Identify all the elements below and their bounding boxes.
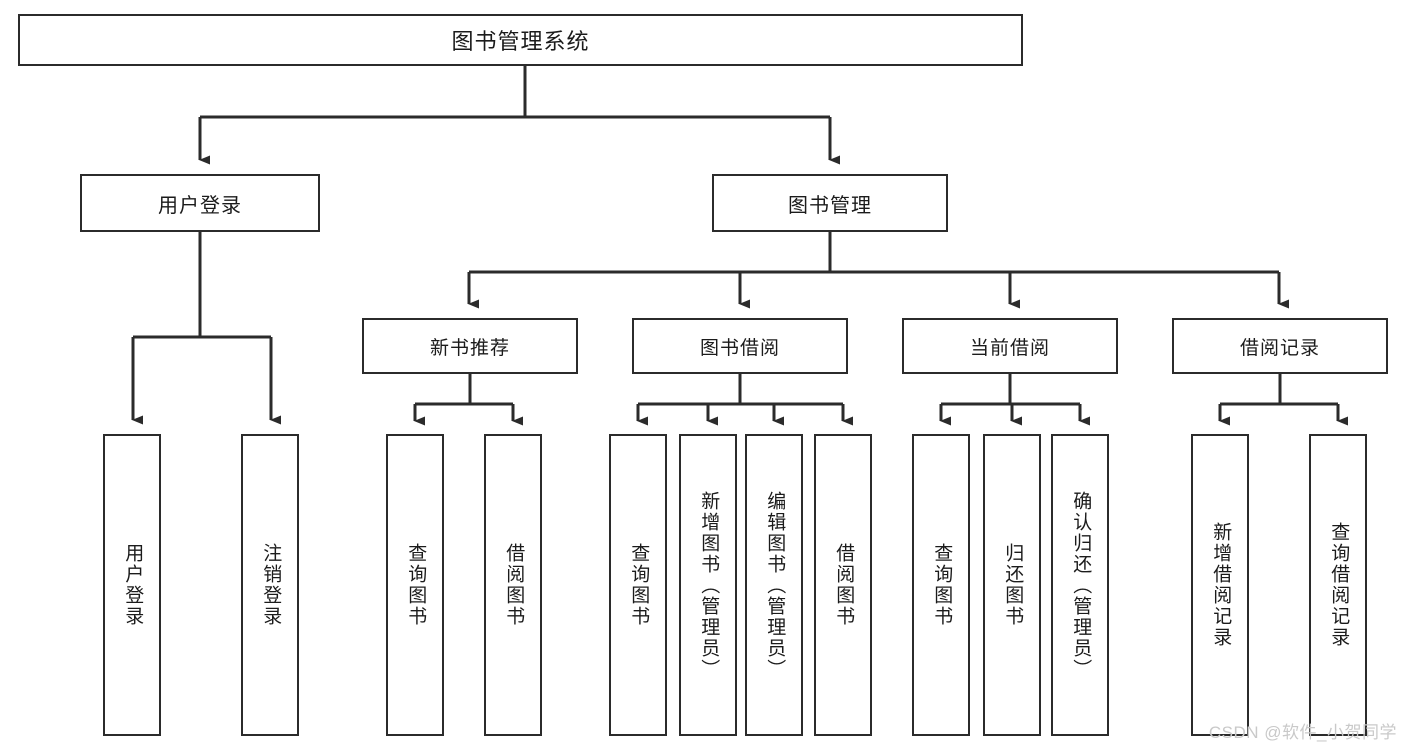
node-book-manage-label: 图书管理 (788, 194, 872, 217)
node-leaf-query-record[interactable]: 查询借阅记录 (1309, 434, 1367, 736)
edge-group-root (198, 66, 840, 165)
node-leaf-query-book-1[interactable]: 查询图书 (386, 434, 444, 736)
node-book-borrow[interactable]: 图书借阅 (632, 318, 848, 374)
node-leaf-edit-book[interactable]: 编辑图书（管理员） (745, 434, 803, 736)
node-leaf-query-book-3[interactable]: 查询图书 (912, 434, 970, 736)
node-leaf-borrow-book-2-label: 借阅图书 (833, 543, 855, 627)
node-book-borrow-label: 图书借阅 (699, 337, 780, 359)
node-leaf-query-book-2[interactable]: 查询图书 (609, 434, 667, 736)
node-new-book-recommend-label: 新书推荐 (429, 337, 510, 359)
node-leaf-query-book-2-label: 查询图书 (628, 543, 650, 627)
node-leaf-logout[interactable]: 注销登录 (241, 434, 299, 736)
node-leaf-edit-book-label: 编辑图书（管理员） (764, 490, 786, 680)
node-new-book-recommend[interactable]: 新书推荐 (362, 318, 578, 374)
node-leaf-return-book[interactable]: 归还图书 (983, 434, 1041, 736)
node-leaf-confirm-return-label: 确认归还（管理员） (1070, 490, 1092, 680)
node-leaf-borrow-book-2[interactable]: 借阅图书 (814, 434, 872, 736)
node-leaf-return-book-label: 归还图书 (1002, 543, 1024, 627)
node-current-borrow-label: 当前借阅 (969, 337, 1050, 359)
node-leaf-query-book-3-label: 查询图书 (931, 543, 953, 627)
edge-group-current-borrow (939, 374, 1090, 426)
node-leaf-add-record[interactable]: 新增借阅记录 (1191, 434, 1249, 736)
node-leaf-user-login[interactable]: 用户登录 (103, 434, 161, 736)
node-root-label: 图书管理系统 (451, 29, 590, 54)
watermark-text: CSDN @软件_小贺同学 (1208, 723, 1397, 742)
node-borrow-record[interactable]: 借阅记录 (1172, 318, 1388, 374)
edge-group-borrow-record (1218, 374, 1348, 426)
edge-group-user-login (131, 232, 281, 425)
node-book-manage[interactable]: 图书管理 (712, 174, 948, 232)
node-current-borrow[interactable]: 当前借阅 (902, 318, 1118, 374)
node-leaf-borrow-book-1[interactable]: 借阅图书 (484, 434, 542, 736)
node-leaf-add-book-label: 新增图书（管理员） (698, 490, 720, 680)
node-leaf-borrow-book-1-label: 借阅图书 (503, 543, 525, 627)
node-leaf-user-login-label: 用户登录 (122, 543, 144, 627)
edge-group-new-book-recommend (413, 374, 523, 426)
node-user-login-label: 用户登录 (158, 194, 242, 217)
node-borrow-record-label: 借阅记录 (1239, 337, 1320, 359)
node-root-book-management-system[interactable]: 图书管理系统 (18, 14, 1023, 66)
node-leaf-query-book-1-label: 查询图书 (405, 543, 427, 627)
edge-group-book-manage (467, 232, 1289, 309)
node-leaf-add-record-label: 新增借阅记录 (1210, 522, 1232, 648)
edge-group-book-borrow (636, 374, 853, 426)
node-leaf-add-book[interactable]: 新增图书（管理员） (679, 434, 737, 736)
node-leaf-query-record-label: 查询借阅记录 (1328, 522, 1350, 648)
node-user-login[interactable]: 用户登录 (80, 174, 320, 232)
node-leaf-logout-label: 注销登录 (260, 543, 282, 627)
node-leaf-confirm-return[interactable]: 确认归还（管理员） (1051, 434, 1109, 736)
